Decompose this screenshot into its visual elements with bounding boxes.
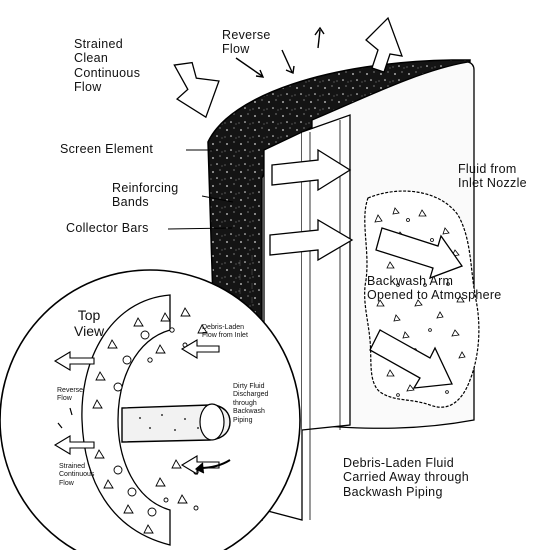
debris-laden-fluid-label: Debris-Laden Fluid Carried Away through … (343, 456, 469, 499)
reinforcing-bands-label: Reinforcing Bands (112, 181, 179, 210)
top-view-reverse-flow-label: Reverse Flow (57, 387, 83, 404)
fluid-from-inlet-label: Fluid from Inlet Nozzle (458, 162, 527, 191)
collector-bars-label: Collector Bars (66, 221, 149, 235)
top-view-strained-flow-label: Strained Continuous Flow (59, 463, 94, 488)
top-view-title: Top View (74, 307, 104, 339)
screen-element-label: Screen Element (60, 142, 153, 156)
outlet-arrow-left (172, 59, 223, 121)
top-view-debris-flow-label: Debris-Laden Flow from Inlet (202, 324, 248, 341)
backwash-arm-label: Backwash Arm Opened to Atmosphere (367, 274, 502, 303)
strained-flow-label: Strained Clean Continuous Flow (74, 37, 140, 95)
top-view-dirty-fluid-label: Dirty Fluid Discharged through Backwash … (233, 383, 268, 425)
reverse-flow-label: Reverse Flow (222, 28, 271, 57)
